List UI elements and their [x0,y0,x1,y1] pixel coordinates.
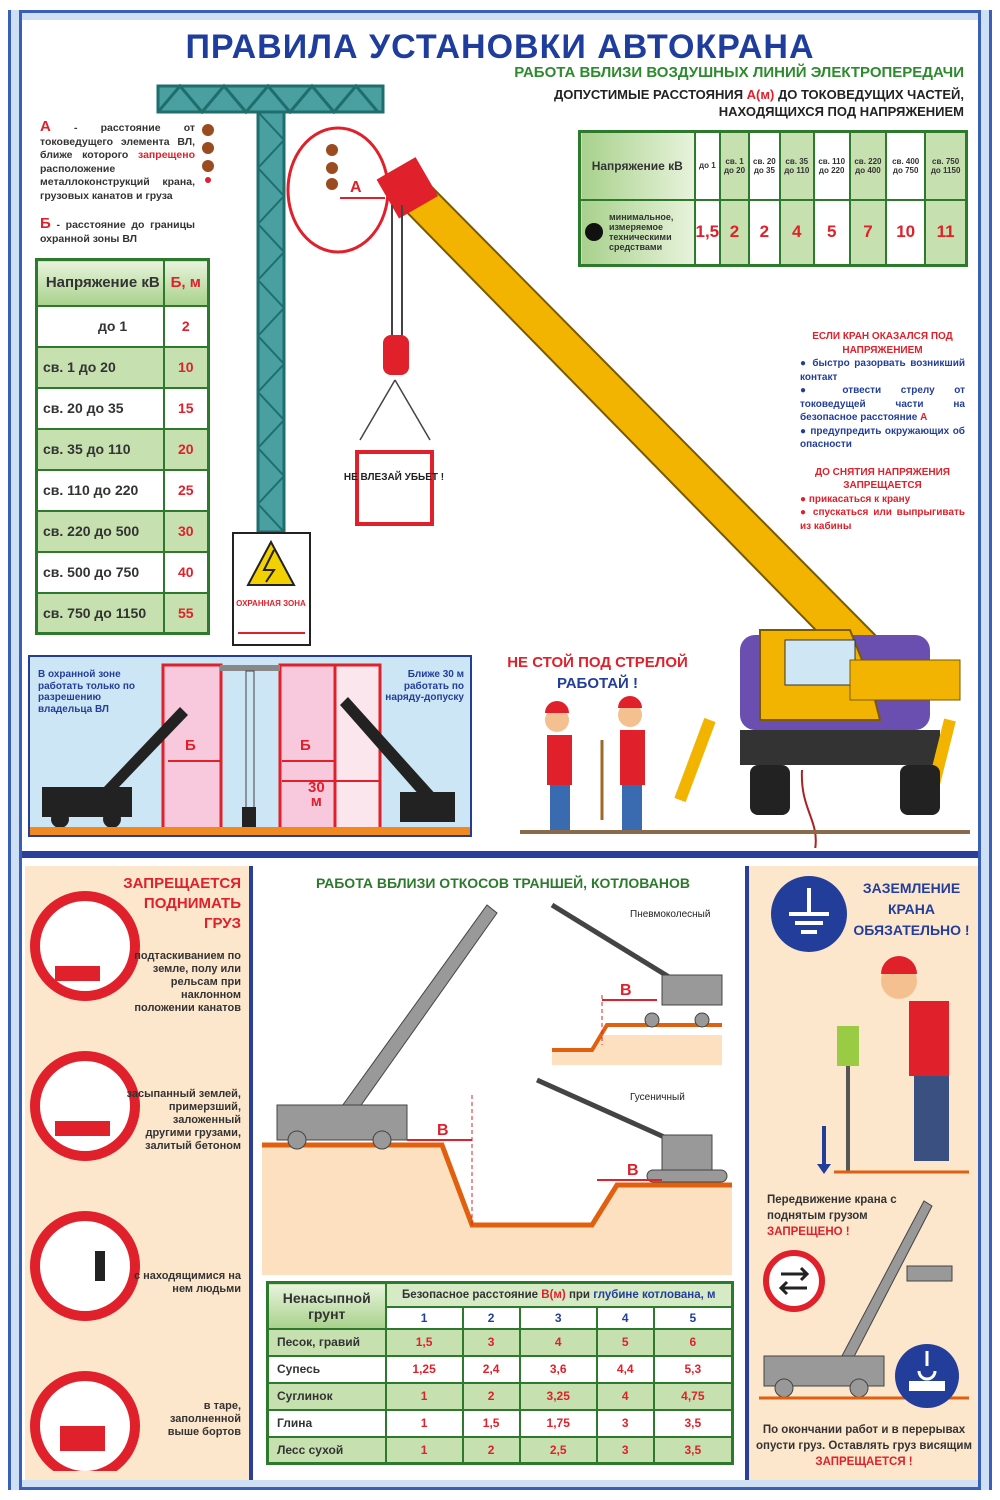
prohibition-drag-icon [30,891,140,1001]
worker-icon [600,696,645,830]
prohibition-people-icon [30,1211,140,1321]
frame-left [8,10,22,1490]
label-a: А [350,179,362,196]
distances-heading: ДОПУСТИМЫЕ РАССТОЯНИЯ А(м) ДО ТОКОВЕДУЩИ… [554,87,964,119]
crawler-crane [535,1077,728,1183]
insulator-icon [202,124,214,183]
svg-text:В: В [620,982,632,999]
insulator-icon [326,144,338,190]
worker-grounding-icon [837,956,949,1171]
warning-sign [355,450,434,526]
hook-block [383,335,409,375]
lift-ban-panel: ЗАПРЕЩАЕТСЯ ПОДНИМАТЬ ГРУЗ подтаскивание… [25,866,253,1480]
soil-distance-table: Ненасыпной грунт Безопасное расстояние В… [266,1281,734,1465]
measure-dot-icon [585,223,603,242]
pneumatic-crane [550,902,723,1028]
ground-cable [800,769,817,850]
legend: А - расстояние от токоведущего элемента … [40,118,195,245]
grounding-panel: ЗАЗЕМЛЕНИЕ КРАНА ОБЯЗАТЕЛЬНО ! Передвиже… [745,866,978,1480]
worker-icon [545,701,572,830]
crane-silhouette-right [340,697,455,822]
subtitle: РАБОТА ВБЛИЗИ ВОЗДУШНЫХ ЛИНИЙ ЭЛЕКТРОПЕР… [514,64,964,81]
frame-top [8,10,992,20]
tower-crane-illustration: А НЕ ВЛЕЗАЙ УБЬЕТ ! ОХРАННАЯ ЗОНА [156,83,970,850]
slopes-illustration: В В В Пневмоколесный Гусеничный [262,902,732,1275]
section-divider [22,848,978,858]
header-b: Б, м [162,258,210,307]
dont-stand-warning: НЕ СТОЙ ПОД СТРЕЛОЙ РАБОТАЙ ! [507,654,688,692]
protection-zone-panel: В охранной зоне работать только по разре… [28,655,472,837]
poster-title: ПРАВИЛА УСТАНОВКИ АВТОКРАНА [185,28,815,66]
crane-boom [376,157,882,667]
frame-bottom [8,1480,992,1490]
energized-instructions: ЕСЛИ КРАН ОКАЗАЛСЯ ПОД НАПРЯЖЕНИЕМ ● быс… [800,331,965,532]
header-voltage: Напряжение кВ [35,258,165,307]
frame-right [978,10,992,1490]
no-movement-sign-icon [763,1250,825,1312]
slopes-title: РАБОТА ВБЛИЗИ ОТКОСОВ ТРАНШЕЙ, КОТЛОВАНО… [316,875,690,891]
svg-text:В: В [437,1122,449,1139]
power-tower [156,83,385,534]
distance-a-circle [286,126,390,254]
high-voltage-icon [246,539,296,586]
truck-crane-gray [276,904,498,1150]
grounding-icon [771,876,847,952]
protection-zone-sign [232,532,311,646]
svg-text:Гусеничный: Гусеничный [630,1092,685,1103]
prohibition-overfilled-icon [30,1371,140,1471]
crane-with-load [763,1200,953,1398]
lower-load-sign-icon [895,1344,959,1408]
prohibition-buried-icon [30,1051,140,1161]
crane-truck [674,629,961,850]
svg-text:НЕ ВЛЕЗАЙ УБЬЕТ !: НЕ ВЛЕЗАЙ УБЬЕТ ! [344,470,444,483]
svg-text:В: В [627,1162,639,1179]
svg-text:ОХРАННАЯ ЗОНА: ОХРАННАЯ ЗОНА [236,599,306,608]
crane-silhouette-left [42,707,188,828]
svg-text:Пневмоколесный: Пневмоколесный [630,909,710,920]
